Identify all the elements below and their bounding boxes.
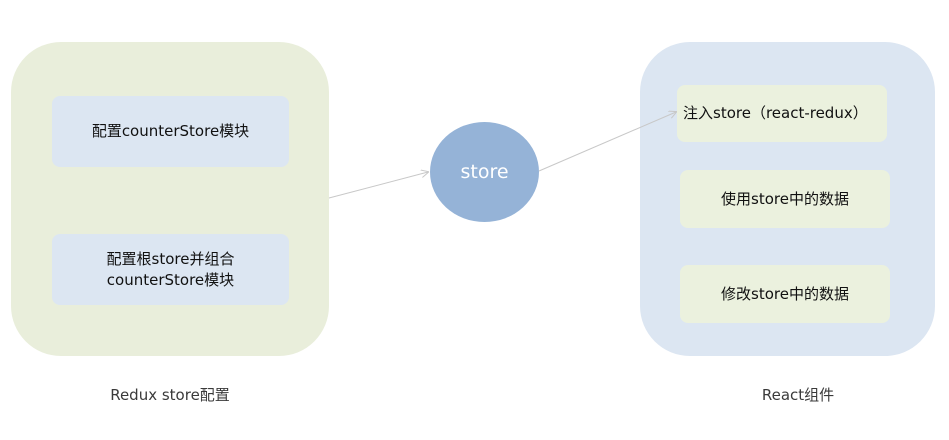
modify-store-data-box: 修改store中的数据: [680, 265, 890, 323]
arrow-redux-to-store: [328, 172, 428, 199]
config-counter-store-box: 配置counterStore模块: [52, 96, 289, 167]
inject-store-label: 注入store（react-redux）: [683, 104, 868, 122]
redux-store-config-caption: Redux store配置: [110, 386, 230, 404]
arrow-store-to-react: [538, 112, 676, 172]
config-root-store-label-line1: 配置根store并组合: [106, 249, 235, 268]
store-node: store: [430, 122, 539, 222]
use-store-data-box: 使用store中的数据: [680, 170, 890, 228]
use-store-data-label: 使用store中的数据: [721, 189, 849, 208]
config-root-store-label-line2: counterStore模块: [106, 270, 235, 289]
modify-store-data-label: 修改store中的数据: [721, 284, 849, 303]
react-component-caption: React组件: [761, 386, 835, 404]
inject-store-box: 注入store（react-redux）: [677, 85, 887, 142]
config-root-store-box: 配置根store并组合 counterStore模块: [52, 234, 289, 305]
store-node-label: store: [460, 161, 509, 183]
config-counter-store-label: 配置counterStore模块: [91, 122, 250, 140]
